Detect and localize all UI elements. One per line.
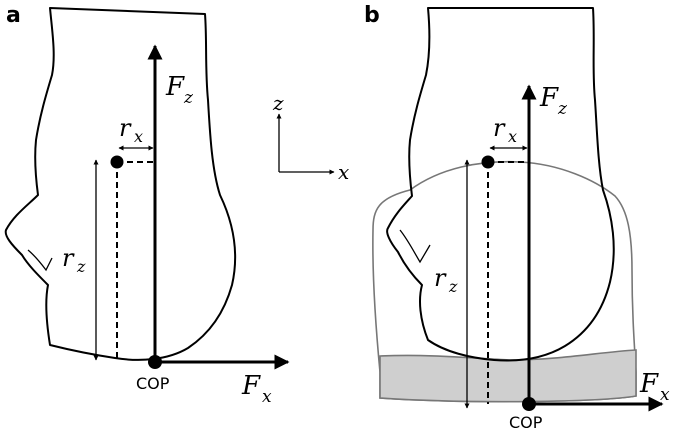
panel-b-rz-symbol: r xyxy=(434,264,447,292)
panel-b-rx-symbol: r xyxy=(493,114,506,142)
axes-indicator: z x xyxy=(272,91,349,184)
panel-a-fx-symbol: F xyxy=(241,371,261,401)
panel-b-sole xyxy=(379,349,637,403)
panel-b-cop-point xyxy=(522,397,536,411)
panel-a-foot-outline xyxy=(4,7,237,361)
panel-b-rx-subscript: x xyxy=(508,127,517,146)
panel-b-foot-outline xyxy=(386,7,615,362)
panel-b: b F z F x r x r z COP xyxy=(364,3,670,432)
panel-b-fx-subscript: x xyxy=(660,385,670,405)
panel-b-label: b xyxy=(364,3,380,28)
panel-a-cop-label: COP xyxy=(136,374,170,393)
axes-x-label: x xyxy=(338,160,349,184)
panel-a: a F z F x r x r z COP xyxy=(4,3,290,407)
panel-a-fz-subscript: z xyxy=(183,88,194,108)
panel-a-toe-crease xyxy=(27,249,53,272)
panel-b-fz-symbol: F xyxy=(539,83,559,113)
panel-a-cop-point xyxy=(148,355,162,369)
panel-b-toe-crease xyxy=(399,229,431,264)
panel-b-fz-subscript: z xyxy=(557,99,568,119)
panel-a-fz-symbol: F xyxy=(165,72,185,102)
panel-b-fx-symbol: F xyxy=(639,369,659,399)
panel-a-rx-subscript: x xyxy=(134,127,143,146)
panel-a-label: a xyxy=(6,3,21,28)
panel-b-cop-label: COP xyxy=(509,413,543,432)
axes-z-label: z xyxy=(272,91,284,115)
panel-a-fx-subscript: x xyxy=(262,387,272,407)
panel-b-rz-subscript: z xyxy=(448,277,458,296)
panel-a-rz-symbol: r xyxy=(62,244,75,272)
panel-a-rx-symbol: r xyxy=(119,114,132,142)
panel-a-rz-subscript: z xyxy=(76,257,86,276)
